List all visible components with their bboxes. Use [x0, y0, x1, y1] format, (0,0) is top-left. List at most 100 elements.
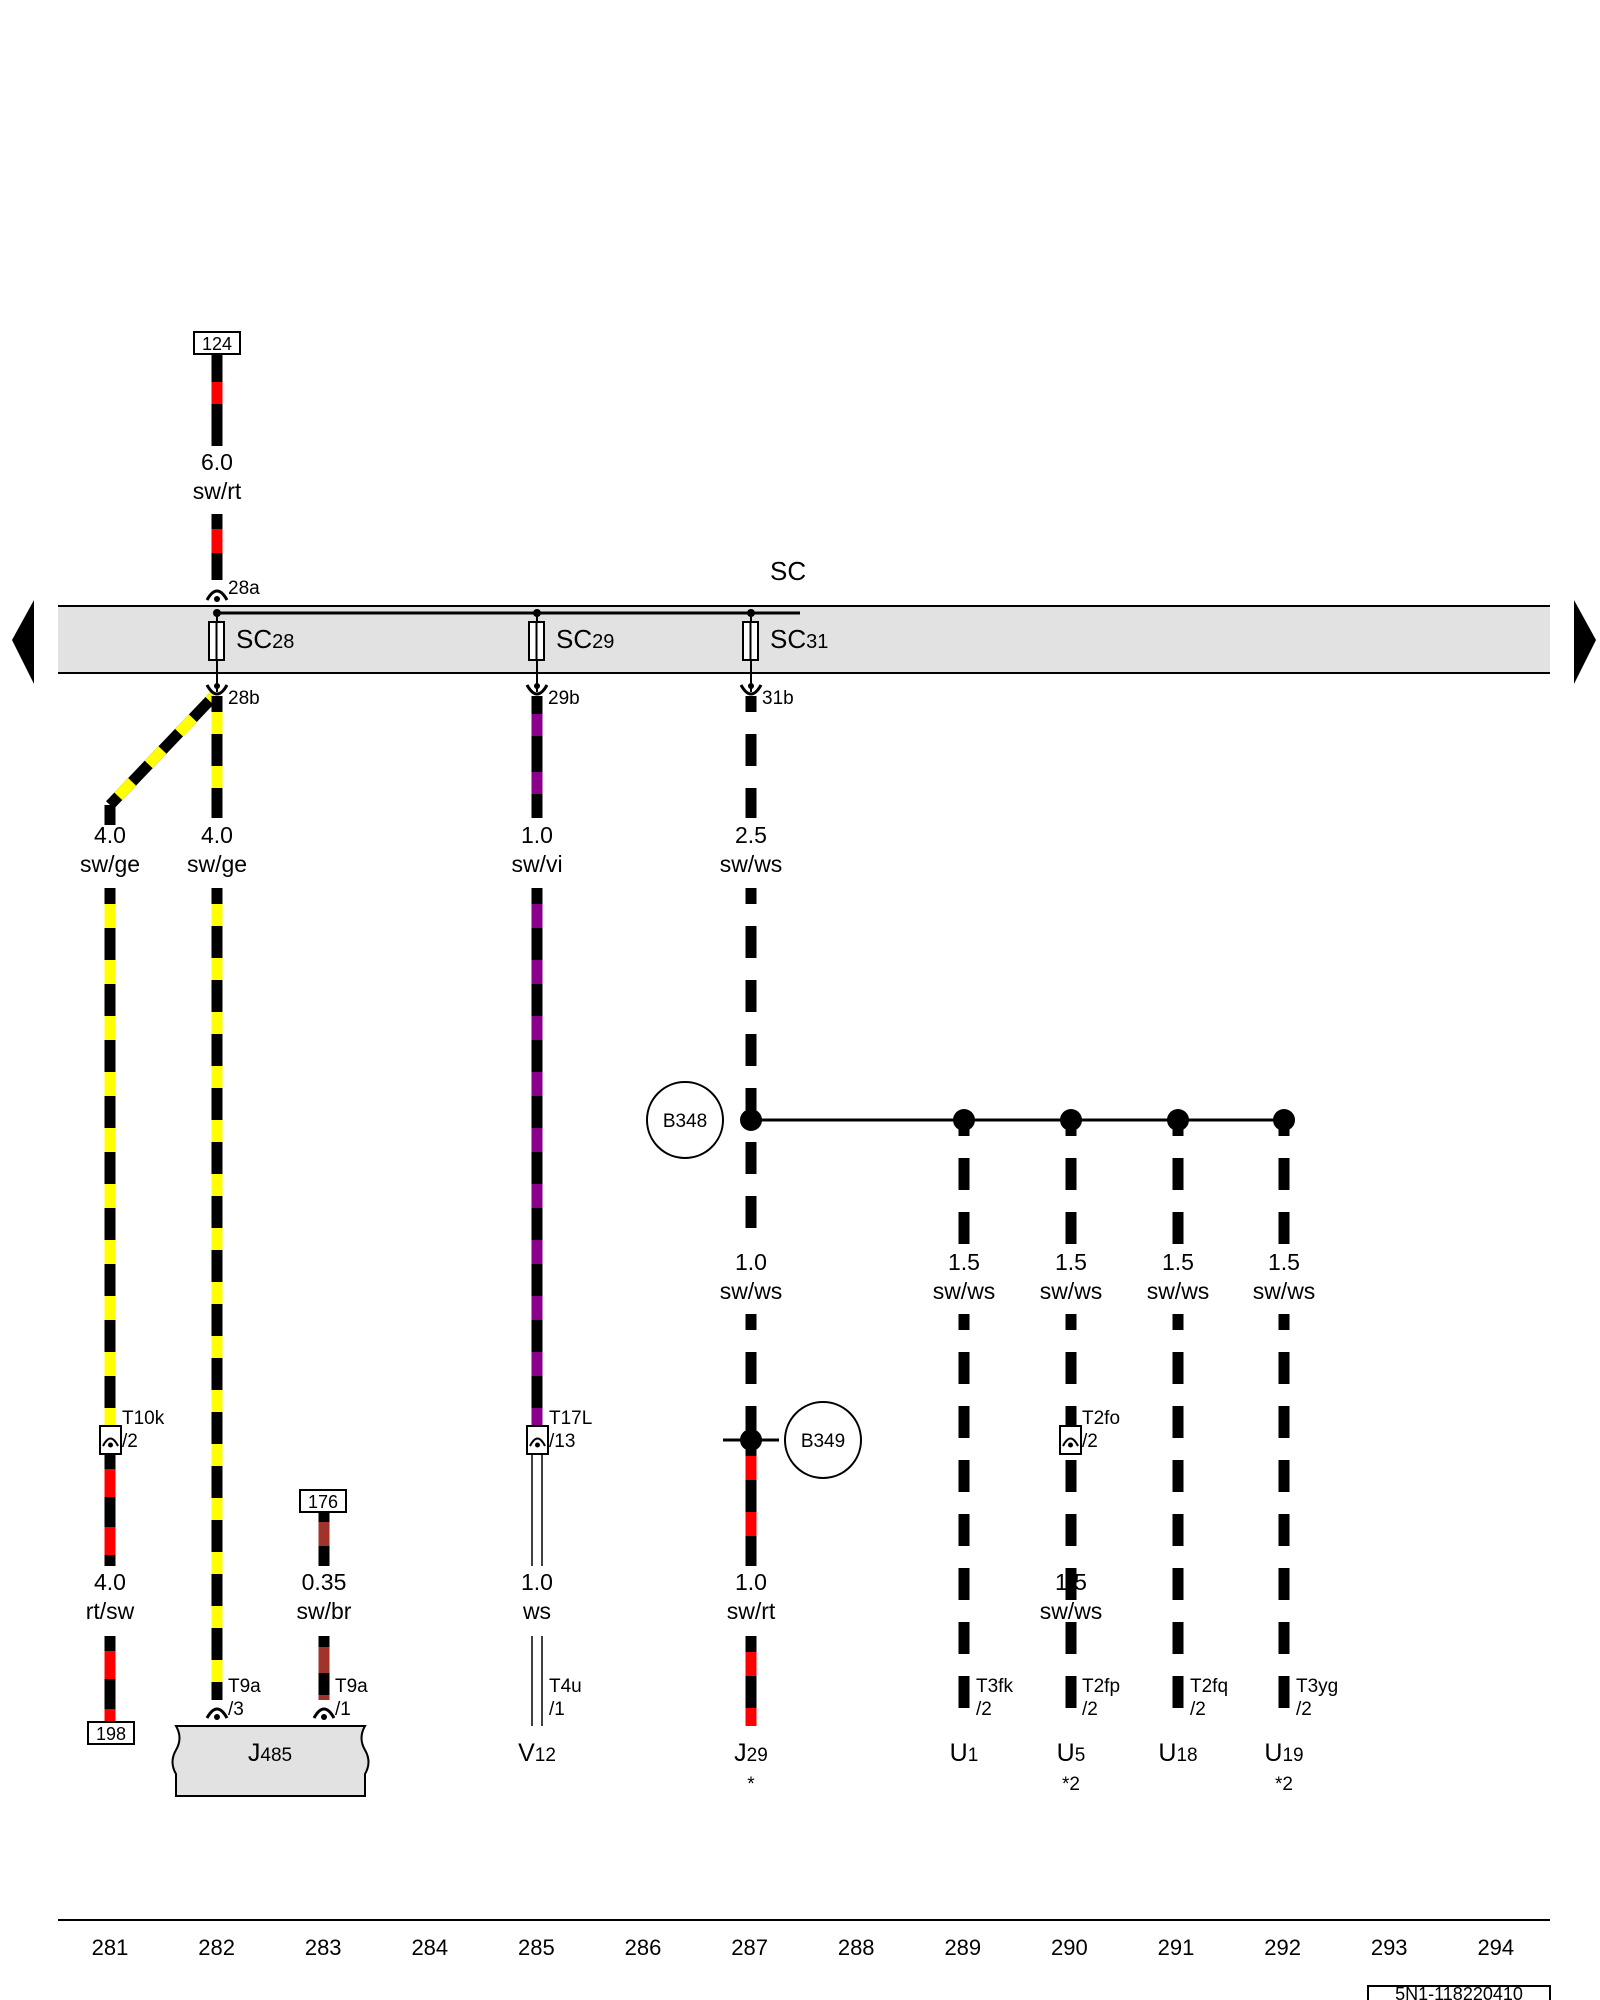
- wire-size: 1.0: [521, 1569, 553, 1595]
- svg-text:T3fk: T3fk: [976, 1676, 1013, 1697]
- svg-text:SC31: SC31: [770, 624, 828, 654]
- terminal-29b: 29b: [525, 683, 580, 709]
- terminal-28a: 28a: [205, 578, 260, 602]
- connector-t3fk: T3fk /2: [976, 1676, 1013, 1720]
- svg-text:/3: /3: [228, 1699, 244, 1720]
- component-u5: U5: [1057, 1739, 1086, 1767]
- svg-text:/13: /13: [549, 1431, 575, 1452]
- svg-text:/2: /2: [976, 1699, 992, 1720]
- scale-number: 289: [944, 1935, 981, 1960]
- scale-number: 286: [625, 1935, 662, 1960]
- wire-size: 1.0: [735, 1569, 767, 1595]
- scale-number: 290: [1051, 1935, 1088, 1960]
- scale-number: 285: [518, 1935, 555, 1960]
- svg-text:T2fo: T2fo: [1082, 1408, 1120, 1429]
- svg-text:31b: 31b: [762, 688, 794, 709]
- wire-segment: [106, 692, 218, 809]
- svg-text:/2: /2: [1082, 1699, 1098, 1720]
- scale-number: 284: [411, 1935, 448, 1960]
- connector-t2fq: T2fq /2: [1190, 1676, 1228, 1720]
- doc-code-box: [1367, 1985, 1551, 2000]
- svg-text:SC28: SC28: [236, 624, 294, 654]
- ref-box-198: 198: [87, 1721, 135, 1745]
- svg-text:T9a: T9a: [228, 1676, 261, 1697]
- ref-box-176: 176: [299, 1489, 347, 1513]
- wire-color: sw/vi: [511, 851, 562, 877]
- scale-number: 282: [198, 1935, 235, 1960]
- note-u5: *2: [1062, 1774, 1080, 1795]
- component-labels: J485 V12 J29 U1 U5 U18 U19: [248, 1739, 1304, 1767]
- wire-size: 1.0: [735, 1249, 767, 1275]
- connector-t10k: T10k /2: [99, 1408, 165, 1455]
- wire-color: sw/rt: [727, 1598, 776, 1624]
- wire-color: sw/ge: [187, 851, 247, 877]
- connector-t2fp: T2fp /2: [1082, 1676, 1120, 1720]
- connector-t9a-1: T9a /1: [312, 1676, 368, 1720]
- svg-text:198: 198: [96, 1724, 126, 1744]
- component-box-j485: [171, 1725, 370, 1797]
- ref-box-124: 124: [193, 331, 241, 355]
- scale-number: 291: [1158, 1935, 1195, 1960]
- svg-text:T9a: T9a: [335, 1676, 368, 1697]
- connector-t2fo: T2fo /2: [1059, 1408, 1120, 1455]
- doc-code: 5N1-118220410: [1395, 1984, 1523, 2000]
- splice-b348: B348: [646, 1081, 724, 1159]
- wire-labels: 6.0 sw/rt 4.0 sw/ge 4.0 sw/ge 1.0 sw/vi …: [80, 449, 1315, 1624]
- component-v12: V12: [518, 1739, 556, 1767]
- svg-text:T2fq: T2fq: [1190, 1676, 1228, 1697]
- wire-color: sw/ws: [1040, 1278, 1103, 1304]
- scale-number: 287: [731, 1935, 768, 1960]
- fuse-sc31: SC31: [742, 609, 828, 692]
- wire-color: sw/ws: [1147, 1278, 1210, 1304]
- scale-number: 292: [1264, 1935, 1301, 1960]
- connector-t17l: T17L /13: [526, 1408, 592, 1455]
- svg-text:T4u: T4u: [549, 1676, 582, 1697]
- wire-size: 1.5: [1055, 1569, 1087, 1595]
- wire-size: 2.5: [735, 822, 767, 848]
- scale-number: 283: [305, 1935, 342, 1960]
- scale-number: 288: [838, 1935, 875, 1960]
- note-j29: *: [747, 1774, 755, 1795]
- connector-t9a-3: T9a /3: [205, 1676, 261, 1720]
- svg-text:28a: 28a: [228, 578, 260, 599]
- component-notes: * *2 *2: [747, 1774, 1293, 1795]
- wire-size: 4.0: [94, 1569, 126, 1595]
- fuse-sc28: SC28: [208, 609, 294, 692]
- splice-dots: [740, 1109, 1295, 1131]
- svg-text:/1: /1: [335, 1699, 351, 1720]
- fuse-sc29: SC29: [528, 609, 614, 692]
- wire-color: sw/ws: [933, 1278, 996, 1304]
- wire-color: sw/rt: [193, 478, 242, 504]
- wire-color: rt/sw: [86, 1598, 135, 1624]
- wire-size: 4.0: [201, 822, 233, 848]
- terminal-31b: 31b: [739, 683, 794, 709]
- wire-color: sw/ws: [720, 1278, 783, 1304]
- connector-t4u: T4u /1: [549, 1676, 582, 1720]
- arrow-right-icon: [1574, 600, 1596, 684]
- component-j29: J29: [734, 1739, 768, 1767]
- svg-text:T2fp: T2fp: [1082, 1676, 1120, 1697]
- svg-text:124: 124: [202, 334, 232, 354]
- svg-text:28b: 28b: [228, 688, 260, 709]
- wire-size: 1.5: [1162, 1249, 1194, 1275]
- wire-size: 1.5: [1268, 1249, 1300, 1275]
- wire-size: 1.5: [948, 1249, 980, 1275]
- component-u19: U19: [1264, 1739, 1303, 1767]
- wire-color: sw/br: [297, 1598, 352, 1624]
- connector-t3yg: T3yg /2: [1296, 1676, 1338, 1720]
- component-j485: J485: [248, 1739, 292, 1767]
- svg-text:/2: /2: [1082, 1431, 1098, 1452]
- wire-color: ws: [522, 1598, 551, 1624]
- scale-number: 281: [92, 1935, 129, 1960]
- wire-size: 6.0: [201, 449, 233, 475]
- wire-color: sw/ws: [720, 851, 783, 877]
- component-u18: U18: [1158, 1739, 1197, 1767]
- svg-text:176: 176: [308, 1492, 338, 1512]
- wire-segments: [104, 354, 1290, 1726]
- svg-text:B349: B349: [801, 1431, 845, 1452]
- scale-number: 293: [1371, 1935, 1408, 1960]
- terminal-28b: 28b: [205, 683, 260, 709]
- svg-text:B348: B348: [663, 1111, 707, 1132]
